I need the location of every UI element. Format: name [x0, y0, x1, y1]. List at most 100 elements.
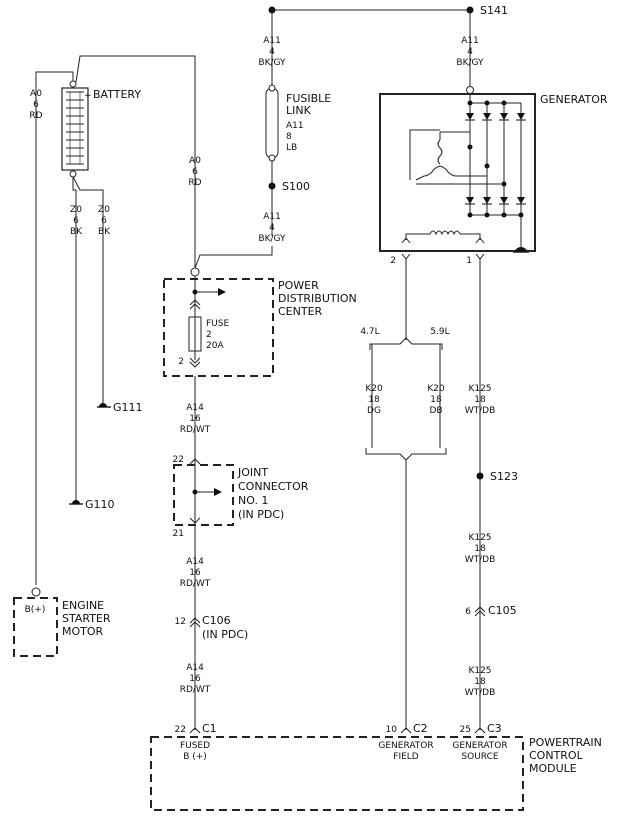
- wire-color: WT/DB: [465, 406, 496, 416]
- starter-title-2: STARTER: [62, 612, 111, 625]
- engine-starter-motor: B(+) ENGINE STARTER MOTOR: [13, 587, 111, 657]
- pcm-title-1: POWERTRAIN: [529, 736, 602, 749]
- wire-circuit: K20: [427, 384, 445, 394]
- wire-gauge: 6: [192, 167, 198, 177]
- wire-gauge: 6: [101, 216, 107, 226]
- c3-pin: 25: [460, 725, 471, 735]
- wire-circuit: Z0: [70, 205, 82, 215]
- wire-gauge: 6: [73, 216, 79, 226]
- pcm-pin-field-2: FIELD: [393, 752, 419, 762]
- ground-label: G111: [113, 401, 143, 414]
- wire-color: WT/DB: [465, 688, 496, 698]
- wire-label-k125-2: K125 18 WT/DB: [465, 533, 496, 565]
- fuse-pin: 2: [178, 357, 184, 367]
- wire-circuit: A0: [30, 89, 42, 99]
- battery-label: BATTERY: [93, 88, 141, 101]
- jc-pin-22: 22: [173, 455, 184, 465]
- c105-label: C105: [488, 604, 517, 617]
- connector-c105: 6 C105: [465, 604, 516, 617]
- fusible-link-color: LB: [286, 143, 297, 153]
- engine-option-4-7l: 4.7L: [360, 327, 379, 337]
- wire-color: DB: [429, 406, 442, 416]
- wire-gauge: 18: [430, 395, 442, 405]
- gen-pin-2: 2: [390, 256, 396, 266]
- c106-location: (IN PDC): [202, 628, 248, 641]
- fusible-link: FUSIBLE LINK A11 8 LB: [265, 84, 331, 162]
- wire-circuit: K125: [468, 666, 491, 676]
- wire-color: BK: [98, 227, 111, 237]
- c106-pin: 12: [175, 617, 186, 627]
- wire-label-a0-mid: A0 6 RD: [188, 156, 201, 188]
- battery: + BATTERY: [61, 80, 141, 178]
- starter-pin-label: B(+): [25, 605, 46, 615]
- wire-circuit: A0: [189, 156, 201, 166]
- wire-circuit: A11: [263, 36, 281, 46]
- pdc-title-1: POWER: [278, 279, 319, 292]
- wire-circuit: A11: [461, 36, 479, 46]
- splice-label-s123: S123: [490, 470, 518, 483]
- pcm-pin-fused-2: B (+): [183, 752, 207, 762]
- generator-pin-2: 2: [390, 253, 411, 266]
- wire-color: BK: [70, 227, 83, 237]
- wire-gauge: 18: [368, 395, 380, 405]
- fusible-link-title-1: FUSIBLE: [286, 92, 331, 105]
- c2-label: C2: [413, 722, 428, 735]
- jc-title-3: NO. 1: [238, 494, 268, 507]
- jc-title-2: CONNECTOR: [238, 480, 309, 493]
- splice-label-s141: S141: [480, 4, 508, 17]
- wire-label-a14-3: A14 16 RD/WT: [180, 663, 211, 695]
- wire-gauge: 18: [474, 544, 486, 554]
- fuse-rating: 20A: [206, 341, 224, 351]
- wire-circuit: K125: [468, 533, 491, 543]
- connector-c106: 12 C106 (IN PDC): [175, 614, 249, 641]
- wire-label-z0-left: Z0 6 BK: [70, 205, 83, 237]
- ground-label: G110: [85, 498, 115, 511]
- wire-color: WT/DB: [465, 555, 496, 565]
- wire-color: BK/GY: [456, 58, 484, 68]
- wire-circuit: Z0: [98, 205, 110, 215]
- wire-label-k125-1: K125 18 WT/DB: [465, 384, 496, 416]
- powertrain-control-module: FUSED B (+) GENERATOR FIELD GENERATOR SO…: [150, 736, 602, 811]
- starter-title-1: ENGINE: [62, 599, 104, 612]
- wire-label-a11-low: A11 4 BK/GY: [258, 212, 286, 244]
- wire-circuit: A14: [186, 663, 204, 673]
- wire-circuit: A14: [186, 403, 204, 413]
- splice-dot-s123: [476, 472, 484, 480]
- pcm-title-2: CONTROL: [529, 749, 584, 762]
- pcm-pin-source-2: SOURCE: [461, 752, 498, 762]
- splice-label-s100: S100: [282, 180, 310, 193]
- fuse-number: 2: [206, 330, 212, 340]
- fusible-link-title-2: LINK: [286, 104, 312, 117]
- battery-plus-sign: +: [84, 91, 92, 101]
- pcm-pin-source: GENERATOR: [452, 741, 507, 751]
- wire-gauge: 18: [474, 395, 486, 405]
- c105-pin: 6: [465, 607, 471, 617]
- generator-pin-1: 1: [466, 253, 485, 266]
- wire-label-a14-1: A14 16 RD/WT: [180, 403, 211, 435]
- wire-circuit: A14: [186, 557, 204, 567]
- wire-gauge: 18: [474, 677, 486, 687]
- wire-label-k20-db: K20 18 DB: [427, 384, 445, 416]
- c106-label: C106: [202, 614, 231, 627]
- fusible-link-gauge: 8: [286, 132, 292, 142]
- engine-option-5-9l: 5.9L: [430, 327, 449, 337]
- wire-gauge: 4: [269, 223, 275, 233]
- c3-label: C3: [487, 722, 502, 735]
- jc-pin-21: 21: [173, 529, 184, 539]
- wire-circuit: K125: [468, 384, 491, 394]
- pcm-title-3: MODULE: [529, 762, 577, 775]
- pdc-title-2: DISTRIBUTION: [278, 292, 357, 305]
- wire-color: RD: [188, 178, 201, 188]
- splice-dot-s100: [268, 182, 276, 190]
- wire-color: RD/WT: [180, 685, 211, 695]
- wire-color: BK/GY: [258, 58, 286, 68]
- wire-color: BK/GY: [258, 234, 286, 244]
- c2-pin: 10: [386, 725, 398, 735]
- wire-gauge: 16: [189, 414, 201, 424]
- wire-gauge: 16: [189, 568, 201, 578]
- wire-gauge: 16: [189, 674, 201, 684]
- wire-color: RD: [29, 111, 42, 121]
- wire-label-a14-2: A14 16 RD/WT: [180, 557, 211, 589]
- pcm-pin-fused: FUSED: [180, 741, 210, 751]
